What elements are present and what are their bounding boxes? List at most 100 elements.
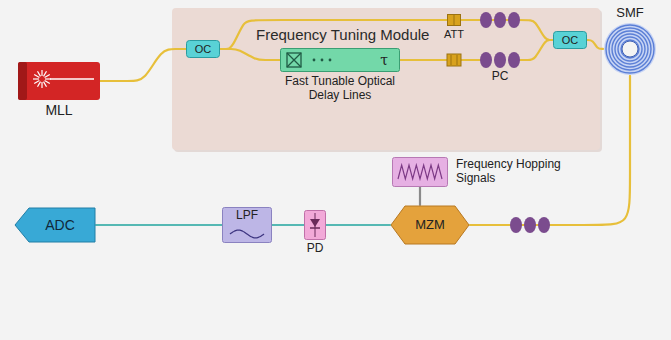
- photodetector-symbol: [304, 210, 326, 240]
- adc-converter-shape: ADC: [14, 207, 96, 243]
- low-pass-filter-shape: LPF: [222, 207, 272, 243]
- pc-part: [508, 52, 520, 68]
- adc-part: [15, 208, 95, 242]
- attenuator-shape: [447, 14, 461, 26]
- coil-part: [618, 37, 642, 61]
- laser-source-symbol: [18, 62, 100, 100]
- electrical-wire: [272, 224, 304, 226]
- adc-converter: ADC: [14, 207, 96, 243]
- coil-part: [604, 23, 656, 75]
- polarization-controller-symbol: [480, 52, 520, 68]
- delay-part: [313, 59, 316, 62]
- laser-part: [45, 81, 50, 84]
- optical-fiber: [461, 20, 553, 40]
- laser-part: [41, 82, 42, 88]
- att-part: [454, 15, 455, 25]
- optical-coupler-shape: OC: [553, 31, 587, 49]
- pc-paddle: [494, 12, 506, 28]
- pc-paddle: [480, 12, 492, 28]
- laser-part: [41, 70, 42, 76]
- fhs-part: [393, 158, 448, 187]
- oc-part: [187, 41, 220, 58]
- delay-part: [281, 49, 400, 72]
- optical-fiber: [587, 40, 603, 49]
- oc-part: [554, 32, 587, 49]
- signal-source-shape: [392, 157, 448, 187]
- laser-source: MLL: [17, 62, 101, 118]
- laser-part: [33, 78, 39, 79]
- optical-fiber: [520, 40, 553, 60]
- optical-coupler-shape: OC: [186, 40, 220, 58]
- lpf-part: [223, 208, 272, 243]
- delay-line: τFast Tunable Optical Delay Lines: [280, 48, 400, 103]
- laser-part: [34, 81, 39, 84]
- pc-paddle: [508, 12, 520, 28]
- electrical-wire: [96, 224, 222, 226]
- modulator: MZM: [390, 205, 470, 245]
- optical-fiber: [220, 49, 280, 60]
- module-panel: Frequency Tuning ModuleOCτFast Tunable O…: [172, 8, 600, 150]
- node-label: SMF: [602, 6, 658, 21]
- coil-part: [621, 40, 639, 58]
- electrical-wire: [419, 187, 421, 205]
- att-part: [448, 15, 461, 26]
- laser-source-shape: [18, 62, 100, 100]
- attenuator-body: [447, 54, 461, 66]
- laser-part: [34, 75, 39, 78]
- polarization-controller-symbol: [510, 217, 550, 233]
- node-label: ATT: [432, 28, 476, 41]
- coil-part: [609, 28, 651, 70]
- fiber-spool-shape: [603, 22, 657, 76]
- delay-part: [287, 53, 301, 67]
- electrical-wire: [326, 224, 390, 226]
- node-label: ADC: [45, 217, 75, 233]
- delay-part: [287, 53, 301, 67]
- fiber-spool: SMF: [602, 6, 658, 76]
- node-label: PC: [477, 70, 523, 84]
- polarization-controller-shape: [480, 52, 520, 68]
- node-label: Fast Tunable Optical Delay Lines: [280, 75, 400, 103]
- polarization-controller-symbol: [480, 12, 520, 28]
- pd-part: [315, 213, 316, 237]
- lpf-part: [230, 230, 264, 238]
- pc-paddle: [510, 217, 522, 233]
- node-label: OC: [195, 43, 212, 56]
- low-pass-filter: LPF: [222, 207, 272, 243]
- laser-part: [18, 62, 27, 100]
- signal-source: Frequency Hopping Signals: [392, 157, 568, 187]
- node-label: OC: [562, 34, 579, 47]
- coil-part: [622, 41, 638, 57]
- optical-fiber: [220, 20, 447, 49]
- delay-part: [321, 59, 324, 62]
- node-label: MLL: [17, 102, 101, 118]
- polarization-controller: PC: [477, 52, 523, 84]
- hex-part: [391, 206, 469, 244]
- delay-part: [329, 59, 332, 62]
- photodetector: PD: [299, 210, 331, 256]
- laser-part: [50, 78, 94, 80]
- pc-paddle: [538, 217, 550, 233]
- attenuator: ATT: [432, 14, 476, 41]
- node-label: Frequency Tuning Module: [256, 26, 429, 43]
- node-label: PD: [299, 242, 331, 256]
- laser-part: [38, 82, 41, 87]
- pd-part: [305, 211, 326, 240]
- optical-coupler: OC: [553, 31, 587, 49]
- coil-part: [606, 25, 654, 73]
- pc-part: [480, 52, 492, 68]
- laser-part: [45, 75, 50, 78]
- laser-part: [38, 71, 41, 76]
- modulator-shape: MZM: [390, 205, 470, 245]
- node-label: MZM: [415, 218, 445, 233]
- attenuator-symbol: [447, 14, 461, 26]
- delay-line-shape: τ: [280, 48, 400, 72]
- optical-fiber: [400, 59, 480, 61]
- coil-part: [615, 34, 645, 64]
- fiber-spool-symbol: [603, 22, 657, 76]
- node-label: τ: [380, 52, 388, 68]
- pc-paddle: [524, 217, 536, 233]
- attenuator-rib: [451, 55, 452, 65]
- optical-coupler: OC: [186, 40, 220, 58]
- coil-part: [612, 31, 648, 67]
- node-label: LPF: [236, 209, 258, 223]
